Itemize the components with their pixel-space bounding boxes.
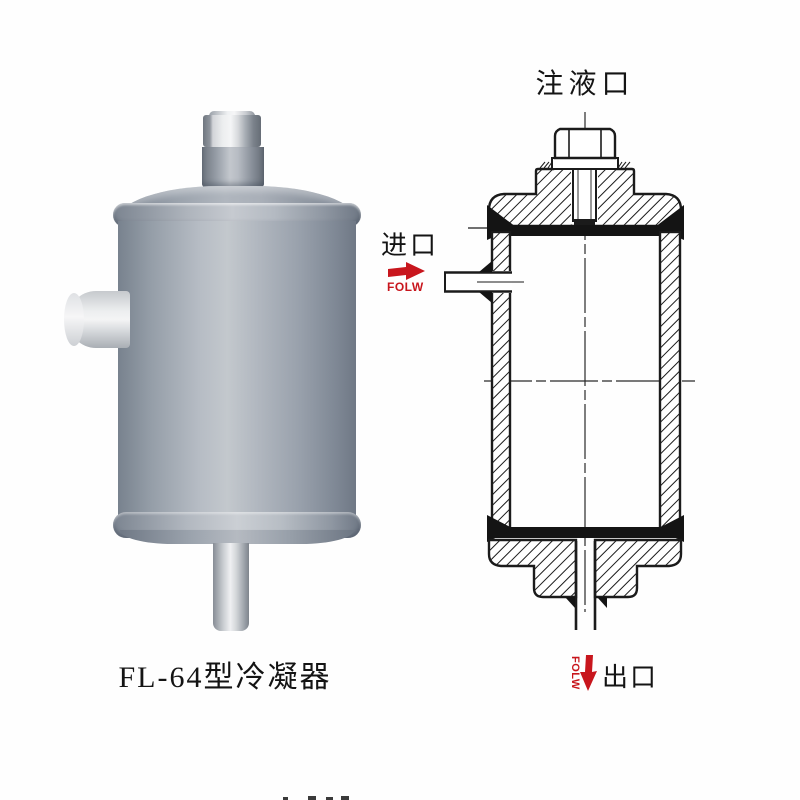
base-section-right <box>593 538 683 599</box>
bolt-hex-head <box>553 127 617 160</box>
photo-outlet-pipe <box>213 543 249 631</box>
outlet-weld-left <box>565 597 575 608</box>
bottom-weld-right <box>657 515 684 542</box>
boss-hatch-ticks <box>539 161 631 169</box>
inlet-flow-label: FOLW <box>387 280 424 294</box>
photo-hex-nut <box>203 115 261 147</box>
outlet-flow-arrow <box>580 655 597 691</box>
outlet-flow-label: FOLW <box>569 656 581 690</box>
label-outlet: 出口 <box>602 663 658 692</box>
inlet-flow-arrow <box>388 262 425 280</box>
inlet-weld-top <box>479 261 492 272</box>
label-fill-port: 注液口 <box>535 68 634 100</box>
shell-wall-right <box>658 230 682 530</box>
bolt-washer <box>551 157 619 170</box>
outlet-weld-right <box>597 597 607 608</box>
cross-section-drawing: 注液口 进口 出口 FOLW FOLW <box>381 68 695 692</box>
base-section-left <box>487 538 578 599</box>
bolt-stem <box>572 168 597 225</box>
inlet-pipe <box>444 271 524 293</box>
label-inlet: 进口 <box>381 231 439 260</box>
top-weld-band <box>487 225 684 236</box>
photo-bottom-cap <box>120 530 354 544</box>
condenser-photo <box>0 0 400 700</box>
photo-caption: FL-64型冷凝器 <box>118 661 332 694</box>
photo-top-neck <box>202 147 264 187</box>
outlet-pipe <box>574 541 597 630</box>
inlet-weld-bottom <box>479 292 492 303</box>
bottom-weld-band <box>487 527 684 538</box>
photo-inlet-pipe-end <box>64 293 84 346</box>
bottom-weld-left <box>487 515 514 542</box>
photo-body-shell <box>118 221 356 519</box>
bolt-stem-slot <box>571 169 598 225</box>
